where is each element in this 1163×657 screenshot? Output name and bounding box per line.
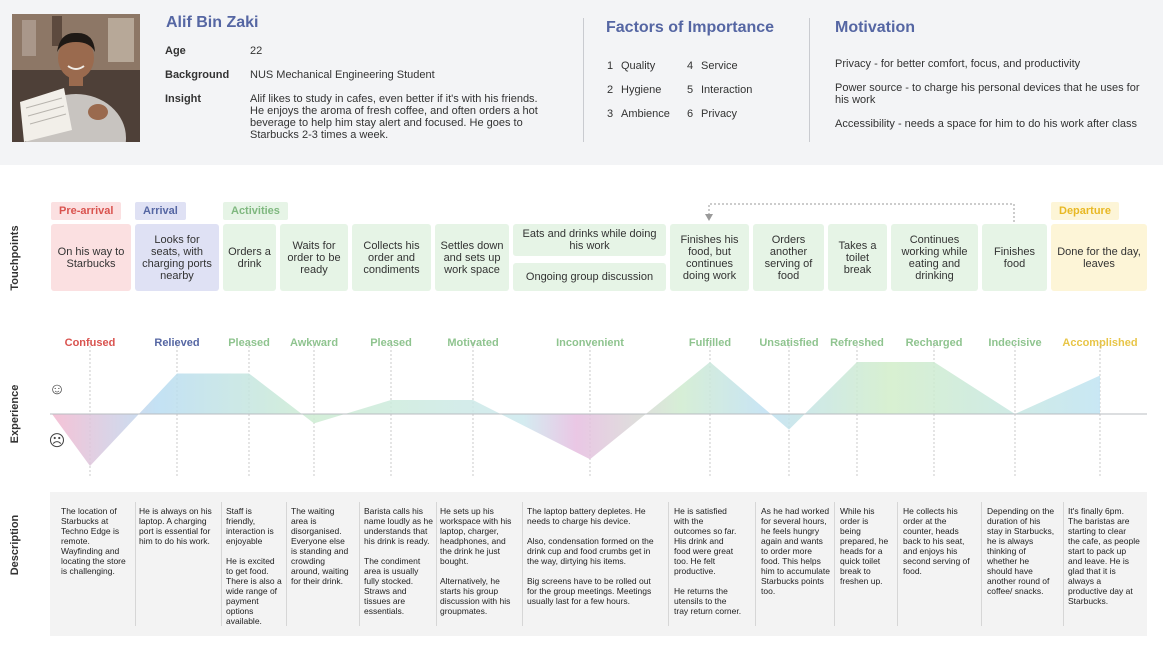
touchpoint-card: Looks for seats, with charging ports nea… [135, 224, 219, 291]
touchpoint-card: Collects his order and condiments [352, 224, 431, 291]
factors-title: Factors of Importance [606, 19, 775, 36]
motivation-title: Motivation [835, 19, 915, 36]
touchpoint-card: Done for the day, leaves [1051, 224, 1147, 291]
description-text: Barista calls his name loudly as he unde… [364, 506, 433, 616]
insight-label: Insight [165, 93, 202, 105]
touchpoint-card: On his way to Starbucks [51, 224, 131, 291]
touchpoint-card: Finishes food [982, 224, 1047, 291]
phase-pre-arrival: Pre-arrival [51, 202, 122, 220]
motivation-item: Accessibility - needs a space for him to… [835, 118, 1138, 130]
phase-departure: Departure [1051, 202, 1119, 220]
motivation-item: Power source - to charge his personal de… [835, 82, 1140, 106]
description-divider [897, 502, 898, 626]
phase-activities: Activities [223, 202, 288, 220]
background-value: NUS Mechanical Engineering Student [250, 69, 435, 81]
description-divider [834, 502, 835, 626]
description-text: He is satisfied with the outcomes so far… [674, 506, 742, 616]
description-text: It's finally 6pm. The baristas are start… [1068, 506, 1140, 606]
row-label-touchpoints: Touchpoints [9, 225, 21, 291]
description-divider [436, 502, 437, 626]
description-divider [286, 502, 287, 626]
background-label: Background [165, 69, 230, 81]
description-divider [668, 502, 669, 626]
touchpoint-card: Orders another serving of food [753, 224, 824, 291]
experience-curve [50, 342, 1147, 478]
insight-value: Alif likes to study in cafes, even bette… [250, 93, 538, 141]
description-text: The waiting area is disorganised. Everyo… [291, 506, 349, 586]
touchpoint-card: Orders a drink [223, 224, 276, 291]
description-divider [221, 502, 222, 626]
phase-arrival: Arrival [135, 202, 186, 220]
touchpoint-card: Takes a toilet break [828, 224, 887, 291]
description-divider [981, 502, 982, 626]
description-text: The laptop battery depletes. He needs to… [527, 506, 654, 606]
smiley-face-icon: ☺ [48, 381, 66, 398]
persona-name: Alif Bin Zaki [166, 14, 259, 31]
persona-photo [12, 14, 140, 142]
motivation-item: Privacy - for better comfort, focus, and… [835, 58, 1081, 70]
touchpoint-card: Settles down and sets up work space [435, 224, 509, 291]
description-text: Staff is friendly, interaction is enjoya… [226, 506, 282, 626]
persona-header: Alif Bin Zaki Age 22 Background NUS Mech… [0, 0, 1163, 165]
description-divider [755, 502, 756, 626]
touchpoint-card: Ongoing group discussion [513, 263, 666, 291]
touchpoint-card: Waits for order to be ready [280, 224, 348, 291]
row-label-description: Description [9, 514, 21, 576]
touchpoint-card: Finishes his food, but continues doing w… [670, 224, 749, 291]
header-divider [583, 18, 584, 142]
frowning-face-icon: ☹ [48, 433, 66, 450]
description-text: As he had worked for several hours, he f… [761, 506, 830, 596]
header-divider [809, 18, 810, 142]
description-text: He sets up his workspace with his laptop… [440, 506, 512, 616]
age-value: 22 [250, 45, 263, 57]
description-divider [522, 502, 523, 626]
description-divider [135, 502, 136, 626]
description-text: The location of Starbucks at Techno Edge… [61, 506, 126, 576]
description-divider [1063, 502, 1064, 626]
loop-back-arrow [705, 203, 1015, 222]
touchpoint-card: Continues working while eating and drink… [891, 224, 978, 291]
description-text: While his order is being prepared, he he… [840, 506, 889, 586]
person-holding-papers-photo [12, 14, 140, 142]
description-text: He collects his order at the counter, he… [903, 506, 970, 576]
description-text: Depending on the duration of his stay in… [987, 506, 1055, 596]
description-panel [50, 492, 1147, 636]
description-text: He is always on his laptop. A charging p… [139, 506, 212, 546]
age-label: Age [165, 45, 186, 57]
touchpoint-card: Eats and drinks while doing his work [513, 224, 666, 256]
description-divider [359, 502, 360, 626]
